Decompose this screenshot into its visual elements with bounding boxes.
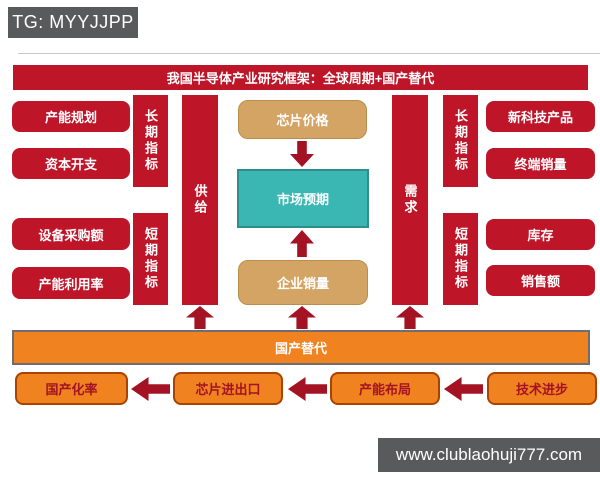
arrow-left-chip-trade-to-localization-icon: [131, 377, 170, 401]
demand-axis-label: 需求: [402, 184, 418, 216]
supply-axis-label: 供给: [192, 184, 208, 216]
demand-long-term-item-new-tech-products: 新科技产品: [486, 101, 595, 132]
arrow-up-substitution-to-supply-icon: [186, 306, 214, 329]
separator-line: [18, 53, 600, 54]
flow-box-localization-rate: 国产化率: [15, 372, 128, 405]
website-badge: www.clublaohuji777.com: [378, 438, 600, 472]
supply-short-term-label: 短期指标: [133, 213, 168, 305]
supply-short-term-item-equipment-purchase: 设备采购额: [12, 218, 130, 250]
company-sales-box: 企业销量: [238, 260, 368, 305]
arrow-left-capacity-layout-to-chip-trade-icon: [288, 377, 327, 401]
demand-axis-bar: 需求: [392, 95, 428, 305]
supply-short-term-item-capacity-utilization: 产能利用率: [12, 267, 130, 299]
flow-box-chip-import-export: 芯片进出口: [173, 372, 283, 405]
supply-long-term-item-capex: 资本开支: [12, 148, 130, 179]
demand-short-term-label: 短期指标: [443, 213, 478, 305]
demand-short-term-label-text: 短期指标: [453, 227, 468, 291]
supply-long-term-item-capacity-planning: 产能规划: [12, 101, 130, 132]
arrow-down-chip-price-to-market-expectation-icon: [290, 141, 314, 167]
flow-box-technological-progress: 技术进步: [487, 372, 597, 405]
arrow-up-substitution-to-company-sales-icon: [288, 306, 316, 329]
flow-box-capacity-layout: 产能布局: [330, 372, 440, 405]
arrow-left-tech-progress-to-capacity-layout-icon: [444, 377, 483, 401]
tg-badge: TG: MYYJJPP: [8, 7, 138, 38]
demand-long-term-label: 长期指标: [443, 95, 478, 187]
supply-axis-bar: 供给: [182, 95, 218, 305]
arrow-up-company-sales-to-market-expectation-icon: [290, 230, 314, 257]
market-expectation-box: 市场预期: [237, 169, 369, 228]
demand-short-term-item-inventory: 库存: [486, 219, 595, 250]
supply-long-term-label: 长期指标: [133, 95, 168, 187]
arrow-up-substitution-to-demand-icon: [396, 306, 424, 329]
diagram-title: 我国半导体产业研究框架：全球周期+国产替代: [13, 65, 588, 90]
demand-long-term-label-text: 长期指标: [453, 109, 468, 173]
supply-long-term-label-text: 长期指标: [143, 109, 158, 173]
chip-price-box: 芯片价格: [238, 100, 367, 139]
demand-short-term-item-sales-amount: 销售额: [486, 265, 595, 296]
demand-long-term-item-terminal-sales: 终端销量: [486, 148, 595, 179]
supply-short-term-label-text: 短期指标: [143, 227, 158, 291]
domestic-substitution-bar: 国产替代: [12, 330, 590, 365]
